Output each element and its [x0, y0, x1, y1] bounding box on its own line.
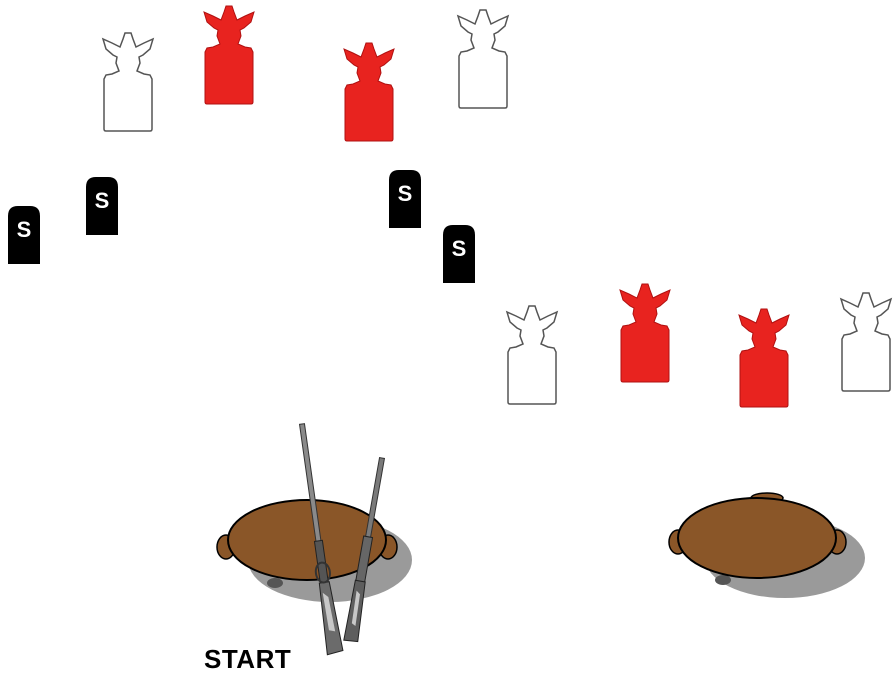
steel-plate-icon: S [389, 170, 421, 228]
no-shoot-target [841, 293, 891, 391]
steel-plate-label: S [398, 181, 413, 206]
start-label: START [204, 646, 291, 672]
steel-plate-icon: S [443, 225, 475, 283]
hit-target [344, 43, 394, 141]
hit-target [739, 309, 789, 407]
steel-plate-icon: S [8, 206, 40, 264]
steel-plate-label: S [452, 236, 467, 261]
hit-target [620, 284, 670, 382]
hit-target [204, 6, 254, 104]
steel-plate-icon: S [86, 177, 118, 235]
round-table-icon [669, 493, 865, 598]
no-shoot-target [103, 33, 153, 131]
steel-plate-label: S [17, 217, 32, 242]
steel-plate-label: S [95, 188, 110, 213]
no-shoot-target [458, 10, 508, 108]
no-shoot-target [507, 306, 557, 404]
